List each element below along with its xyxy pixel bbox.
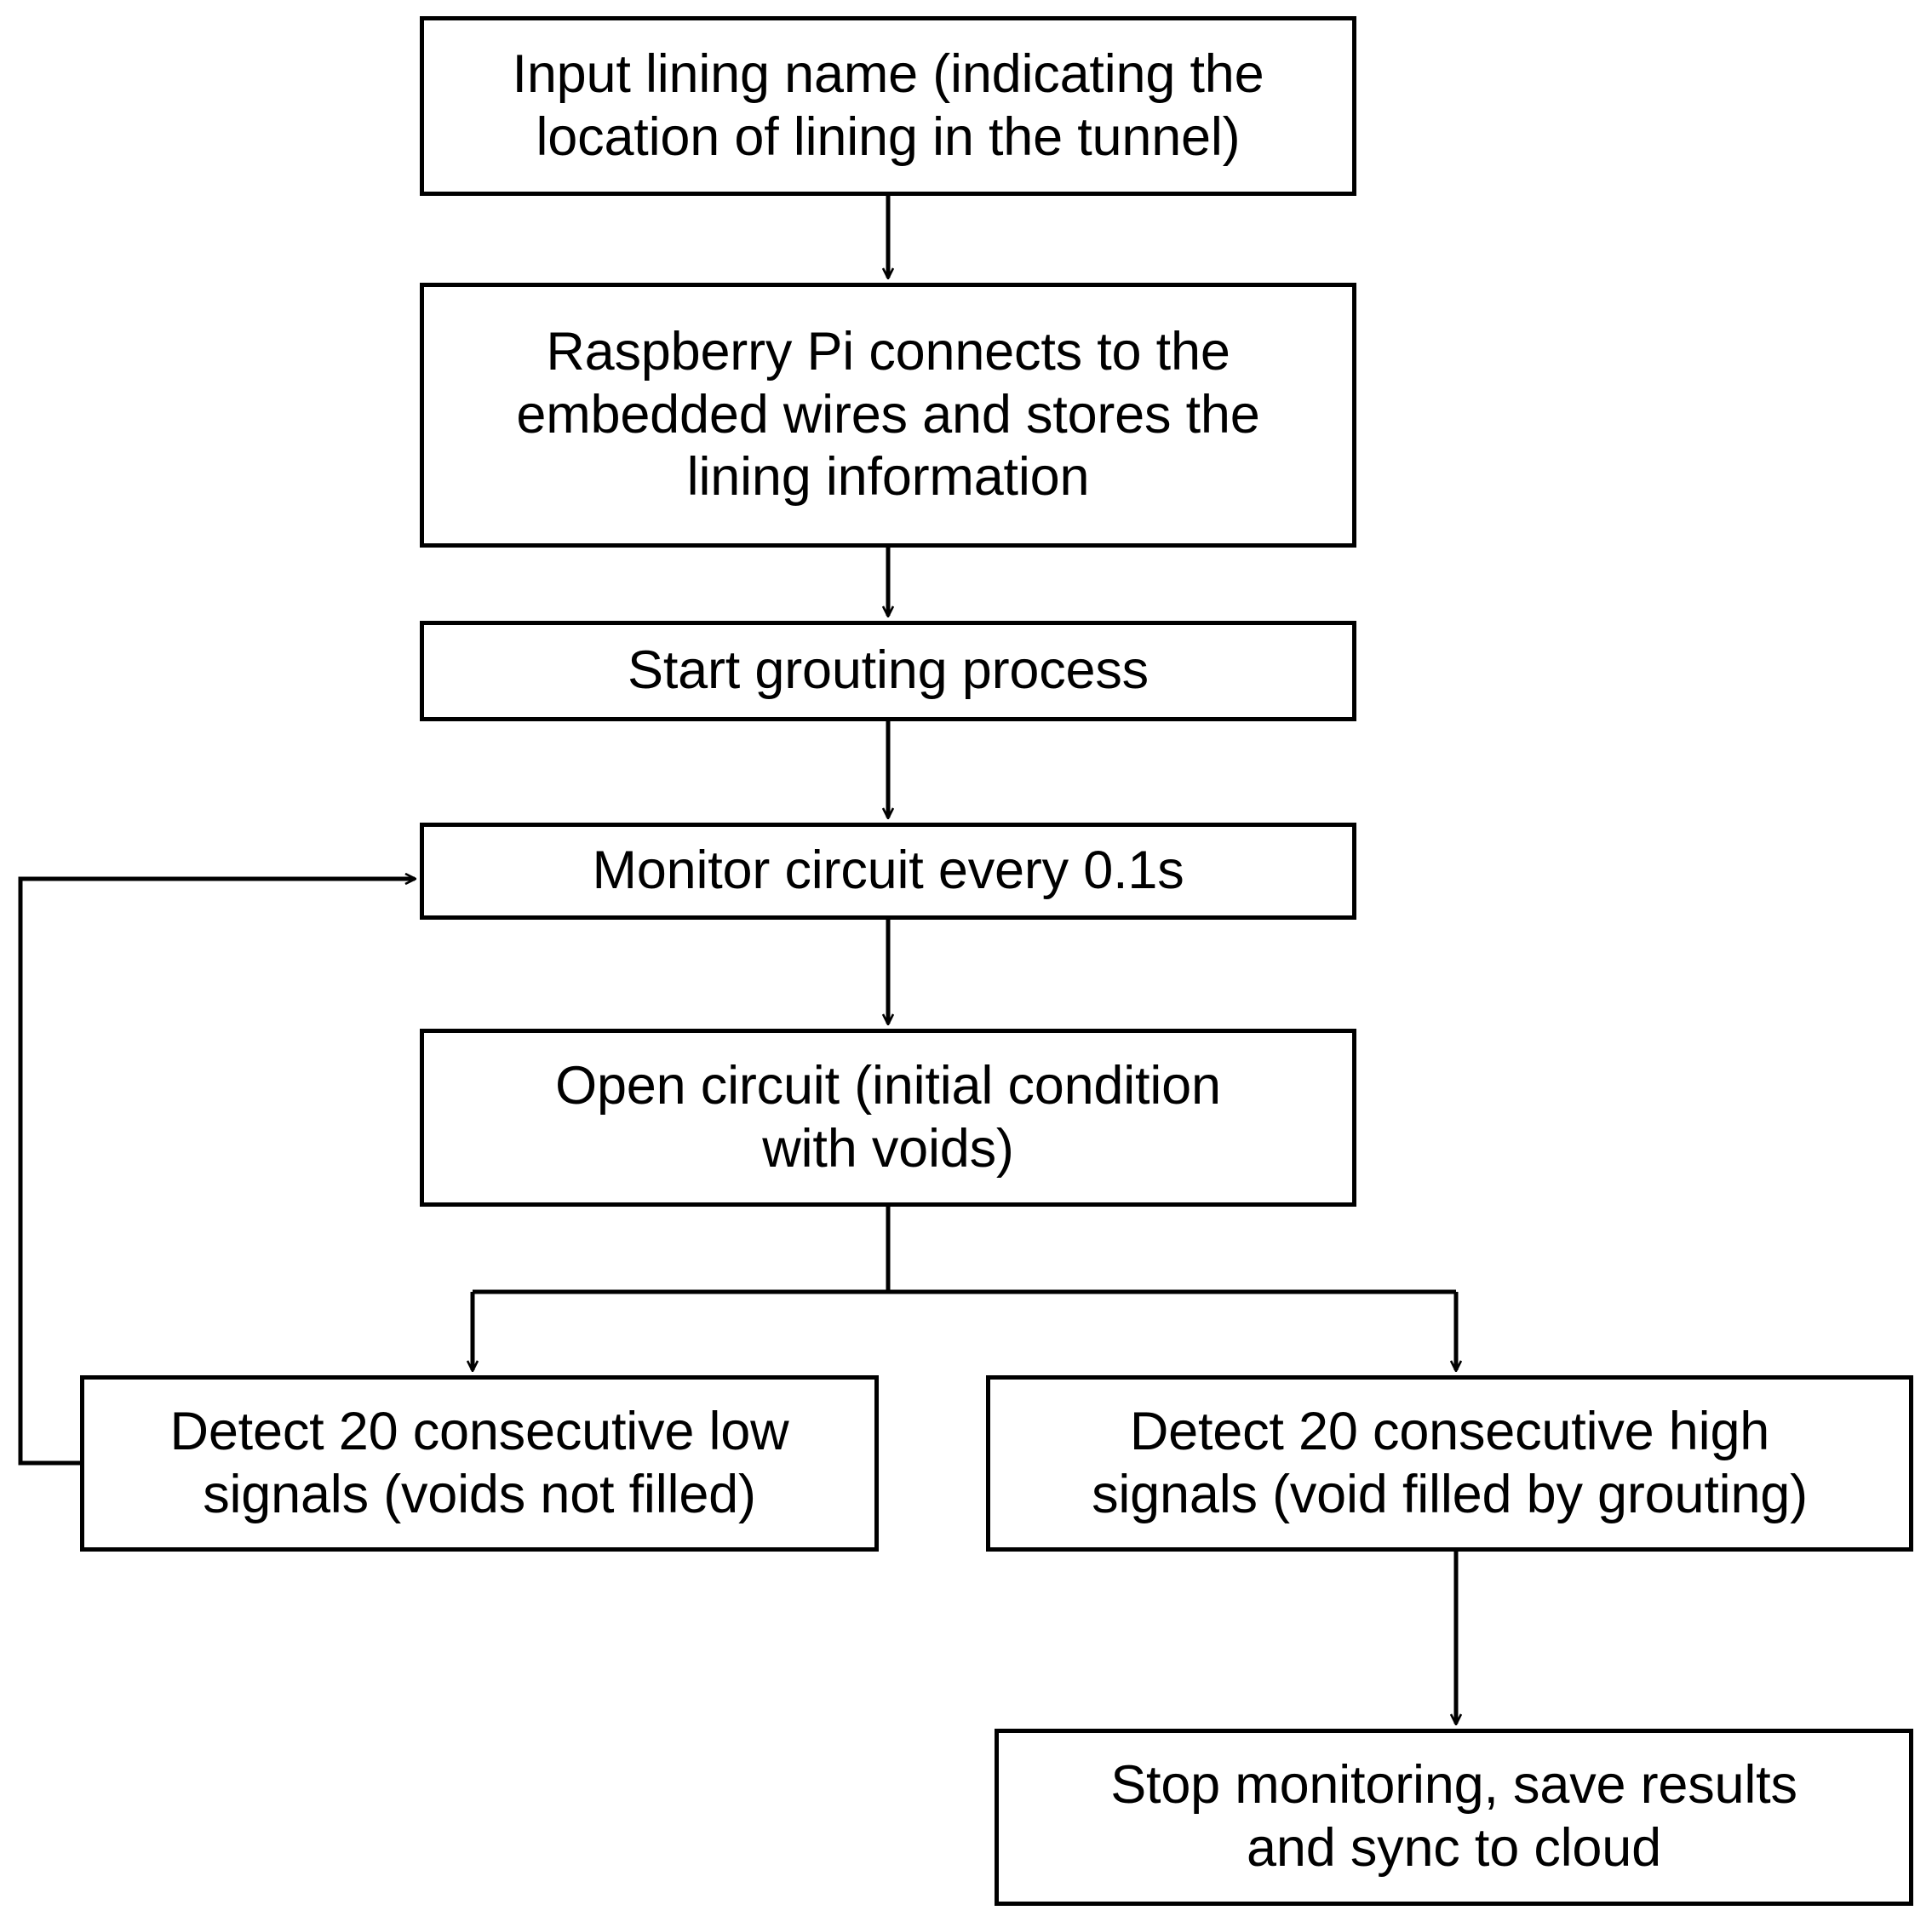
node-label: Stop monitoring, save results and sync t… [1110, 1755, 1797, 1878]
node-label: Start grouting process [628, 640, 1149, 701]
node-label: Detect 20 consecutive high signals (void… [1092, 1401, 1808, 1524]
node-detect-high-signals[interactable]: Detect 20 consecutive high signals (void… [986, 1375, 1913, 1552]
node-label: Open circuit (initial condition with voi… [555, 1055, 1221, 1179]
node-detect-low-signals[interactable]: Detect 20 consecutive low signals (voids… [80, 1375, 879, 1552]
node-label: Input lining name (indicating the locati… [512, 43, 1264, 167]
edge-detect-low-to-monitor [18, 879, 415, 1466]
node-stop-monitoring[interactable]: Stop monitoring, save results and sync t… [995, 1729, 1913, 1906]
node-open-circuit[interactable]: Open circuit (initial condition with voi… [420, 1029, 1356, 1207]
node-raspberry-pi[interactable]: Raspberry Pi connects to the embedded wi… [420, 283, 1356, 548]
node-input-lining-name[interactable]: Input lining name (indicating the locati… [420, 16, 1356, 196]
node-start-grouting[interactable]: Start grouting process [420, 621, 1356, 721]
node-label: Raspberry Pi connects to the embedded wi… [516, 321, 1260, 508]
node-label: Detect 20 consecutive low signals (voids… [169, 1401, 789, 1524]
node-label: Monitor circuit every 0.1s [592, 841, 1184, 901]
node-monitor-circuit[interactable]: Monitor circuit every 0.1s [420, 823, 1356, 920]
